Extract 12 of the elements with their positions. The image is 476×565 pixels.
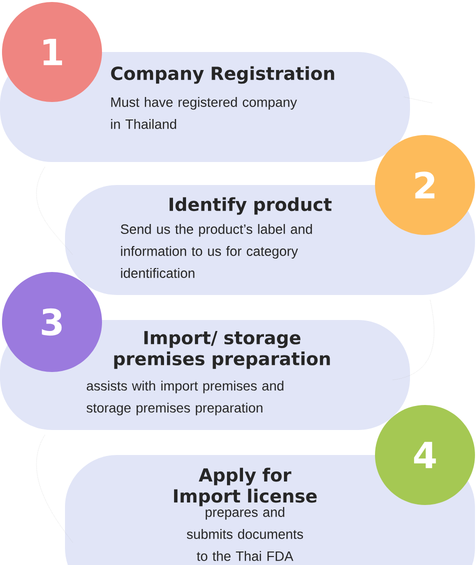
step-heading: Company Registration	[111, 66, 334, 84]
step-description: assists with import premises and storage premises preparation	[86, 380, 284, 416]
step-heading: Import/ storage premises preparation	[114, 331, 330, 369]
step-heading: Identify product	[170, 197, 332, 215]
step-description: Send us the product’s label and information to us for category identification	[120, 224, 312, 278]
dotted-connector	[404, 96, 432, 104]
dotted-connector	[392, 300, 434, 380]
step-description: prepares and submits documents to the Thai FDA	[186, 507, 303, 561]
dotted-connector	[36, 167, 73, 256]
dotted-connector	[36, 435, 73, 543]
step-description: Must have registered company in Thailand	[111, 97, 297, 129]
step-heading: Apply for Import license	[174, 468, 317, 506]
